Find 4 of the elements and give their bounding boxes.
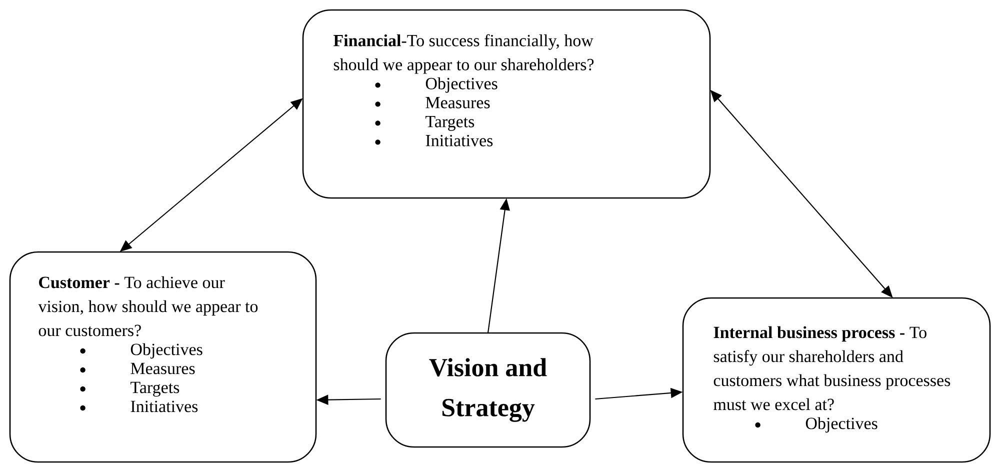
rounded-box: Customer - To achieve our vision, how should we appear to our customers? Objectives Measures Targets Initiatives [9, 251, 317, 463]
rounded-box: Vision and Strategy [385, 332, 591, 448]
rounded-box: Financial-To success financially, how should we appear to our shareholders? Objectives Measures Targets Initiatives [302, 9, 711, 199]
rounded-box: Internal business process - To satisfy our shareholders and customers what business processes must we excel at? Objectives [682, 297, 991, 463]
